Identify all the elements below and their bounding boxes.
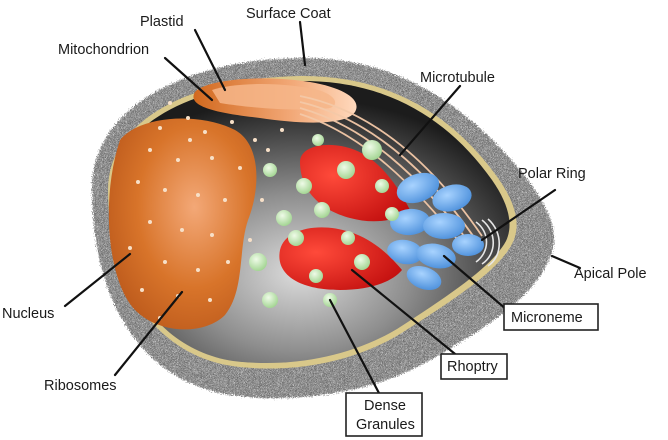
label-dense-granules-line2: Granules	[356, 417, 415, 433]
label-mitochondrion: Mitochondrion	[58, 42, 149, 58]
leader-surface-coat	[298, 20, 307, 67]
leader-apical-pole	[550, 254, 582, 270]
leader-lines	[63, 20, 582, 397]
leader-ribosomes	[113, 290, 184, 377]
label-microneme-box: Microneme	[503, 303, 599, 331]
leader-microneme	[442, 254, 516, 318]
micronemes	[387, 172, 484, 291]
leader-polar-ring	[480, 188, 557, 242]
rhoptry-upper	[300, 144, 410, 222]
label-ribosomes: Ribosomes	[44, 378, 117, 394]
label-nucleus: Nucleus	[2, 306, 54, 322]
label-microneme: Microneme	[511, 310, 583, 326]
ribosomes	[128, 101, 284, 320]
label-rhoptry-box: Rhoptry	[440, 353, 508, 380]
label-polar-ring: Polar Ring	[518, 166, 586, 182]
leader-mitochondrion	[163, 56, 214, 102]
nucleus	[108, 118, 257, 330]
label-dense-granules-box: Dense Granules	[345, 392, 423, 437]
leader-microtubule	[398, 84, 462, 157]
leader-dense-granules	[328, 298, 382, 397]
label-rhoptry: Rhoptry	[447, 359, 499, 375]
label-microtubule: Microtubule	[420, 70, 495, 86]
label-dense-granules-line1: Dense	[364, 398, 406, 414]
leader-rhoptry	[350, 268, 462, 360]
label-apical-pole: Apical Pole	[574, 266, 647, 282]
polar-ring	[475, 218, 501, 267]
dense-granules	[249, 134, 399, 308]
leader-plastid	[193, 28, 227, 92]
leader-nucleus	[63, 252, 132, 308]
label-plastid: Plastid	[140, 14, 184, 30]
label-surface-coat: Surface Coat	[246, 6, 331, 22]
